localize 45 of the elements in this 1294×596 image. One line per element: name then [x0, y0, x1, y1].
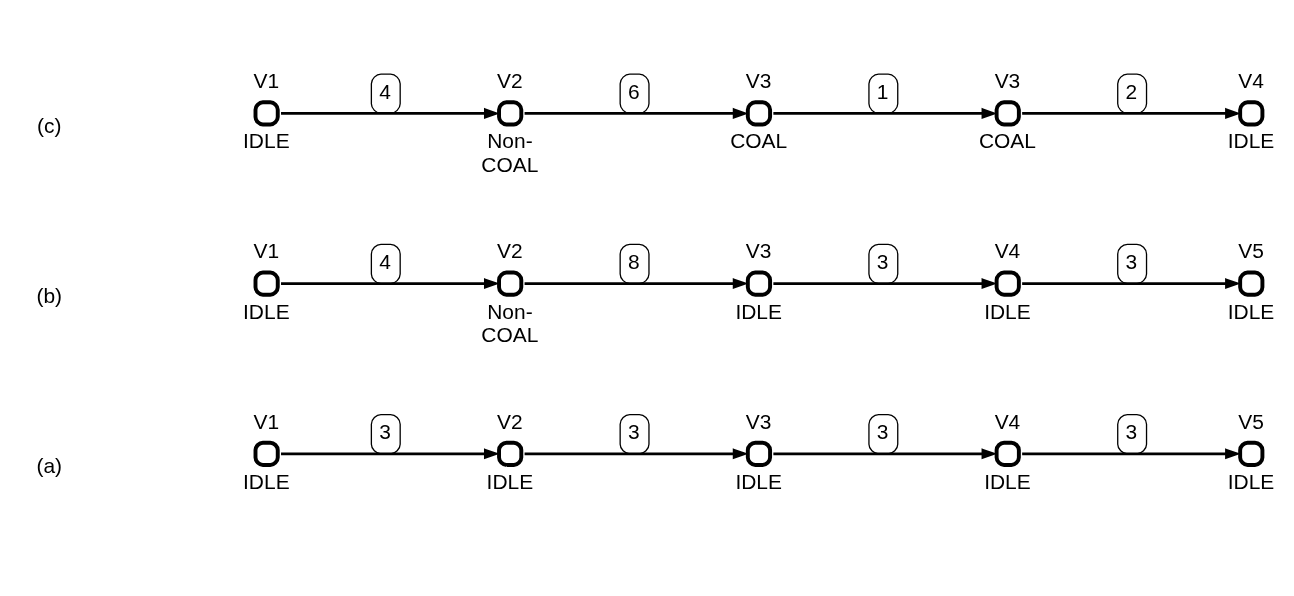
edge-label: 4 [379, 79, 391, 103]
node-label: IDLE [984, 299, 1031, 323]
node-label: COAL [730, 129, 788, 153]
edge-label: 2 [1125, 79, 1138, 103]
node-label: IDLE [486, 469, 534, 493]
label: (c) [37, 113, 62, 137]
node-label: IDLE [984, 469, 1031, 493]
node-label: IDLE [735, 299, 782, 323]
node-label: V1 [253, 239, 280, 263]
node-label: IDLE [1227, 129, 1275, 153]
node-label: IDLE [243, 129, 290, 153]
node-label: IDLE [243, 469, 290, 493]
node-label: COAL [978, 129, 1036, 153]
node-label: V3 [994, 69, 1021, 93]
node-label: V4 [1238, 69, 1264, 93]
node-label: V2 [497, 239, 523, 263]
edge-label: 3 [1125, 249, 1138, 273]
node-label: V3 [745, 239, 772, 263]
node-label: V1 [253, 69, 280, 93]
node-label: IDLE [243, 299, 290, 323]
edge-label: 3 [628, 420, 640, 444]
node-label: V5 [1238, 239, 1264, 263]
node-label: V1 [253, 409, 280, 433]
node-label: V3 [745, 409, 772, 433]
node-label: Non- COAL [481, 299, 539, 347]
node-label: V3 [745, 69, 772, 93]
edge-label: 3 [876, 420, 889, 444]
edge-label: 4 [379, 249, 391, 273]
node-label: IDLE [1227, 299, 1275, 323]
edge-label: 6 [628, 79, 640, 103]
edge-label: 8 [628, 249, 640, 273]
node-label: Non- COAL [481, 129, 539, 177]
edge-label: 1 [876, 79, 889, 103]
node-label: V4 [994, 239, 1021, 263]
node-label: V2 [497, 409, 523, 433]
edge-label: 3 [379, 420, 391, 444]
label: (b) [36, 283, 63, 307]
node-label: IDLE [735, 469, 782, 493]
edge-label: 3 [1125, 420, 1138, 444]
node-label: V2 [497, 69, 523, 93]
label: (a) [36, 454, 63, 478]
node-label: V4 [994, 409, 1021, 433]
node-label: V5 [1238, 409, 1264, 433]
edge-label: 3 [876, 249, 889, 273]
node-label: IDLE [1227, 469, 1275, 493]
